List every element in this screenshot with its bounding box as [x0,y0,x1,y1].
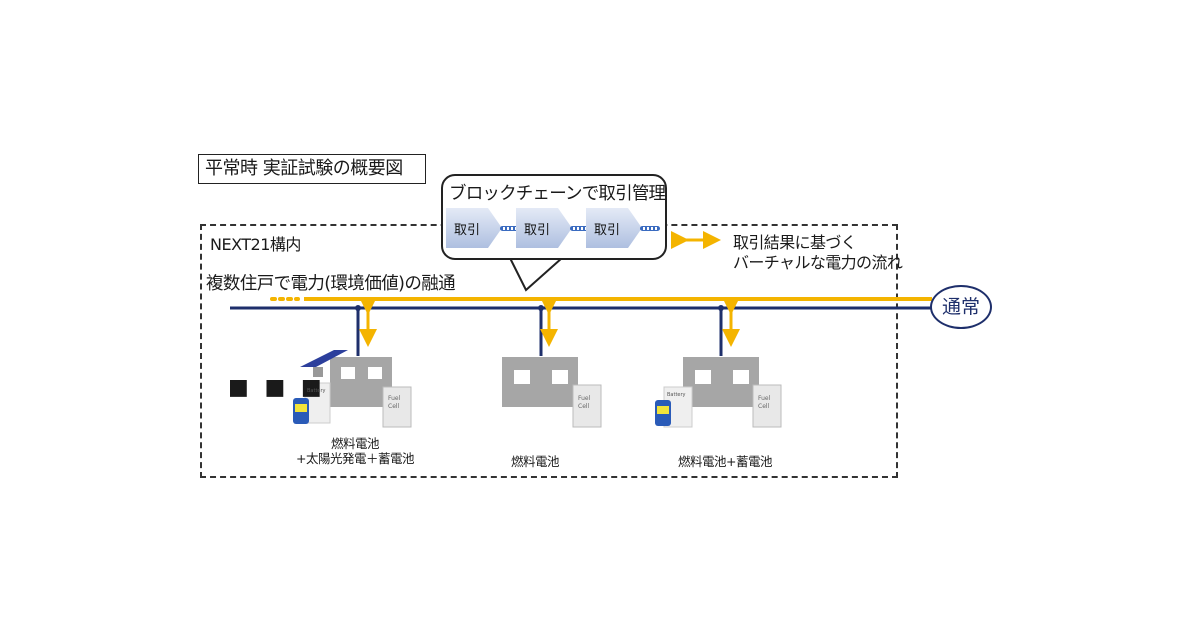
house-connection-2 [538,297,558,356]
more-houses-ellipsis: ■ ■ ■ [228,375,326,400]
grid-circle: 通常 [930,285,992,329]
area-label: NEXT21構内 [210,235,301,254]
house-3-caption: 燃料電池+蓄電池 [678,454,772,469]
fuel-cell-label: Fuel Cell [388,395,400,411]
house-connection-1 [355,297,377,356]
fuel-cell-label-line: Cell [388,403,400,410]
fuel-cell-icon [382,386,412,428]
fuel-cell-label: Fuel Cell [758,395,770,411]
diagram-title: 平常時 実証試験の概要図 [198,154,426,184]
blockchain-title: ブロックチェーンで取引管理 [449,184,666,204]
fuel-cell-label-line: Cell [758,403,770,410]
battery-unit-icon [304,382,331,424]
fuel-cell-icon [752,384,782,428]
battery-label: Battery [667,392,686,398]
bubble-tail [509,257,563,292]
fuel-cell-label-line: Fuel [578,395,591,402]
fuel-cell-label-line: Fuel [758,395,771,402]
legend-line-2: バーチャルな電力の流れ [733,253,903,272]
house-3-illustration [655,357,782,428]
legend-line-1: 取引結果に基づく [733,233,857,252]
fuel-cell-icon [572,384,602,428]
house-1-illustration [293,350,412,428]
caption-line: +太陽光発電＋蓄電池 [296,451,414,466]
caption-line: 燃料電池 [330,436,380,451]
battery-label: Battery [307,388,326,394]
solar-panel-icon [300,350,348,367]
exchange-subtitle: 複数住戸で電力(環境価値)の融通 [206,274,456,294]
fuel-cell-label-line: Fuel [388,395,401,402]
house-connection-3 [718,297,740,356]
house-2-caption: 燃料電池 [510,454,560,469]
house-icon [330,357,392,407]
transaction-block: 取引 [516,208,574,248]
house-2-illustration [502,357,602,428]
house-1-caption: 燃料電池 +太陽光発電＋蓄電池 [280,436,430,466]
fuel-cell-label-line: Cell [578,403,590,410]
transaction-label: 取引 [594,223,621,238]
transaction-block: 取引 [586,208,644,248]
fuel-cell-label: Fuel Cell [578,395,590,411]
transaction-label: 取引 [524,223,551,238]
transaction-block: 取引 [446,208,504,248]
chain-link-icon [640,226,660,231]
transaction-label: 取引 [454,223,481,238]
legend: 取引結果に基づく バーチャルな電力の流れ [733,233,903,273]
